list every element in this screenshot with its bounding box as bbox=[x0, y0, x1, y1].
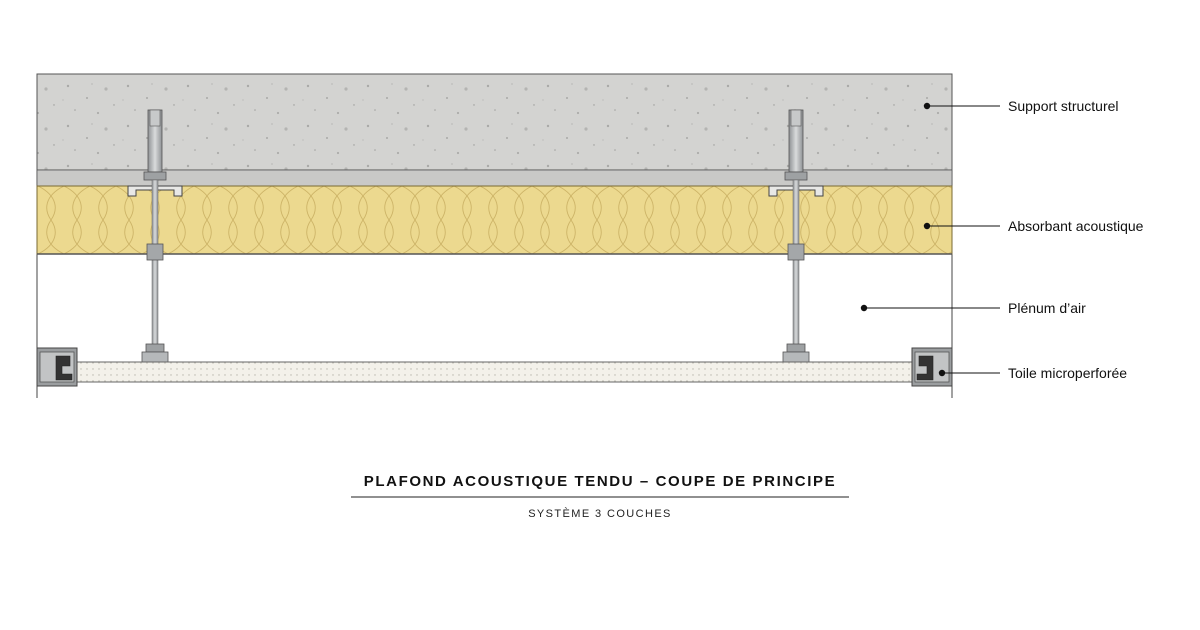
callout-plenum: Plénum d’air bbox=[860, 300, 1086, 316]
callout-support: Support structurel bbox=[923, 98, 1119, 114]
hanger-left bbox=[127, 109, 183, 363]
threaded-rod-left bbox=[151, 179, 159, 351]
callout-toile: Toile microperforée bbox=[938, 365, 1127, 381]
caption-subtitle: SYSTÈME 3 COUCHES bbox=[528, 507, 672, 520]
callout-label-plenum: Plénum d’air bbox=[1008, 300, 1086, 316]
threaded-rod-right bbox=[792, 179, 800, 351]
bracket-left bbox=[127, 185, 183, 197]
rod-nut-left bbox=[145, 343, 165, 353]
callout-label-support: Support structurel bbox=[1008, 98, 1119, 114]
caption-title: PLAFOND ACOUSTIQUE TENDU – COUPE DE PRIN… bbox=[364, 473, 836, 490]
callout-absorbant: Absorbant acoustique bbox=[923, 218, 1144, 234]
callout-label-toile: Toile microperforée bbox=[1008, 365, 1127, 381]
callout-label-absorbant: Absorbant acoustique bbox=[1008, 218, 1144, 234]
coupler-right bbox=[787, 243, 805, 261]
perimeter-profile-right bbox=[911, 347, 953, 387]
microperforated-fabric bbox=[73, 361, 915, 383]
hanger-right bbox=[768, 109, 824, 363]
coupler-left bbox=[146, 243, 164, 261]
bracket-right bbox=[768, 185, 824, 197]
concrete-slab-base bbox=[36, 169, 953, 187]
concrete-slab bbox=[36, 73, 953, 171]
rod-nut-right bbox=[786, 343, 806, 353]
perimeter-profile-left bbox=[36, 347, 78, 387]
acoustic-insulation-layer bbox=[36, 185, 953, 255]
